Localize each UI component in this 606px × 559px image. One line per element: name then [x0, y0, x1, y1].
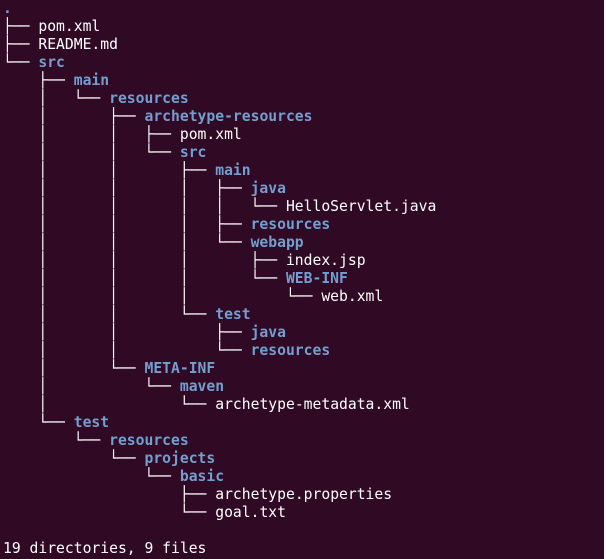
- tree-branch-connector: └──: [3, 504, 216, 521]
- directory-name: maven: [179, 378, 225, 395]
- tree-row-file: │ │ │ └── web.xml: [3, 288, 606, 306]
- tree-branch-connector: │ └──: [3, 378, 180, 395]
- directory-name: webapp: [250, 234, 304, 251]
- blank-line: [3, 522, 606, 540]
- directory-name: main: [73, 72, 110, 89]
- file-name: archetype-metadata.xml: [215, 396, 410, 413]
- tree-row-file: └── goal.txt: [3, 504, 606, 522]
- tree-branch-connector: │ │ │ └──: [3, 234, 251, 251]
- file-name: archetype.properties: [215, 486, 393, 503]
- directory-name: resources: [250, 216, 331, 233]
- directory-name: WEB-INF: [285, 270, 348, 287]
- tree-branch-connector: │ │ ├──: [3, 324, 251, 341]
- tree-row-directory: │ │ ├── main: [3, 162, 606, 180]
- tree-row-directory: └── basic: [3, 468, 606, 486]
- tree-row-directory: └── test: [3, 414, 606, 432]
- tree-branch-connector: │ │ │ ├──: [3, 180, 251, 197]
- tree-row-directory: │ └── META-INF: [3, 360, 606, 378]
- tree-row-file: ├── pom.xml: [3, 18, 606, 36]
- tree-branch-connector: └──: [3, 450, 145, 467]
- directory-name: java: [250, 180, 286, 197]
- directory-name: main: [215, 162, 251, 179]
- tree-row-directory: ├── main: [3, 72, 606, 90]
- directory-name: resources: [250, 342, 331, 359]
- tree-row-file: ├── README.md: [3, 36, 606, 54]
- file-name: pom.xml: [179, 126, 242, 143]
- directory-name: resources: [109, 432, 189, 449]
- tree-root-line: .: [3, 0, 606, 18]
- tree-branch-connector: ├──: [3, 72, 74, 89]
- tree-branch-connector: │ │ └──: [3, 306, 216, 323]
- scrollbar[interactable]: [604, 0, 606, 559]
- tree-row-directory: │ └── resources: [3, 90, 606, 108]
- tree-row-directory: └── projects: [3, 450, 606, 468]
- tree-branch-connector: │ │ │ ├──: [3, 216, 251, 233]
- tree-branch-connector: │ ├──: [3, 108, 145, 125]
- tree-row-file: │ │ │ ├── index.jsp: [3, 252, 606, 270]
- tree-row-file: ├── archetype.properties: [3, 486, 606, 504]
- tree-row-file: │ │ │ │ └── HelloServlet.java: [3, 198, 606, 216]
- file-name: web.xml: [321, 288, 384, 305]
- tree-branch-connector: └──: [3, 414, 74, 431]
- tree-branch-connector: │ └──: [3, 396, 216, 413]
- file-name: pom.xml: [38, 18, 101, 35]
- file-name: HelloServlet.java: [285, 198, 437, 215]
- tree-row-directory: │ │ │ ├── resources: [3, 216, 606, 234]
- tree-row-directory: │ │ └── src: [3, 144, 606, 162]
- directory-name: java: [250, 324, 286, 341]
- tree-row-directory: │ └── maven: [3, 378, 606, 396]
- directory-name: src: [38, 54, 65, 71]
- file-name: index.jsp: [285, 252, 366, 269]
- tree-branch-connector: │ │ │ └──: [3, 270, 286, 287]
- tree-branch-connector: ├──: [3, 18, 39, 35]
- tree-output: ├── pom.xml├── README.md└── src ├── main…: [3, 18, 606, 522]
- tree-branch-connector: └──: [3, 54, 39, 71]
- tree-row-directory: │ │ │ ├── java: [3, 180, 606, 198]
- directory-name: test: [73, 414, 110, 431]
- tree-row-file: │ │ ├── pom.xml: [3, 126, 606, 144]
- tree-row-directory: └── src: [3, 54, 606, 72]
- tree-row-directory: └── resources: [3, 432, 606, 450]
- file-name: README.md: [38, 36, 118, 53]
- directory-name: projects: [144, 450, 216, 467]
- tree-branch-connector: ├──: [3, 486, 216, 503]
- tree-branch-connector: │ │ │ └──: [3, 288, 322, 305]
- tree-row-directory: │ │ └── resources: [3, 342, 606, 360]
- directory-name: src: [179, 144, 207, 161]
- file-name: goal.txt: [215, 504, 286, 521]
- tree-row-directory: │ ├── archetype-resources: [3, 108, 606, 126]
- tree-branch-connector: └──: [3, 468, 180, 485]
- tree-branch-connector: │ └──: [3, 90, 110, 107]
- tree-branch-connector: │ │ ├──: [3, 162, 216, 179]
- directory-name: archetype-resources: [144, 108, 313, 125]
- tree-root: .: [3, 0, 12, 17]
- tree-branch-connector: │ └──: [3, 360, 145, 377]
- tree-summary: 19 directories, 9 files: [3, 540, 207, 557]
- directory-name: META-INF: [144, 360, 216, 377]
- tree-row-directory: │ │ │ └── webapp: [3, 234, 606, 252]
- tree-branch-connector: │ │ └──: [3, 144, 180, 161]
- tree-row-directory: │ │ ├── java: [3, 324, 606, 342]
- tree-branch-connector: ├──: [3, 36, 39, 53]
- tree-row-directory: │ │ └── test: [3, 306, 606, 324]
- tree-branch-connector: └──: [3, 432, 110, 449]
- tree-branch-connector: │ │ │ │ └──: [3, 198, 286, 215]
- tree-row-file: │ └── archetype-metadata.xml: [3, 396, 606, 414]
- directory-name: basic: [179, 468, 225, 485]
- directory-name: resources: [109, 90, 189, 107]
- directory-name: test: [215, 306, 251, 323]
- tree-branch-connector: │ │ │ ├──: [3, 252, 286, 269]
- tree-branch-connector: │ │ ├──: [3, 126, 180, 143]
- tree-row-directory: │ │ │ └── WEB-INF: [3, 270, 606, 288]
- tree-branch-connector: │ │ └──: [3, 342, 251, 359]
